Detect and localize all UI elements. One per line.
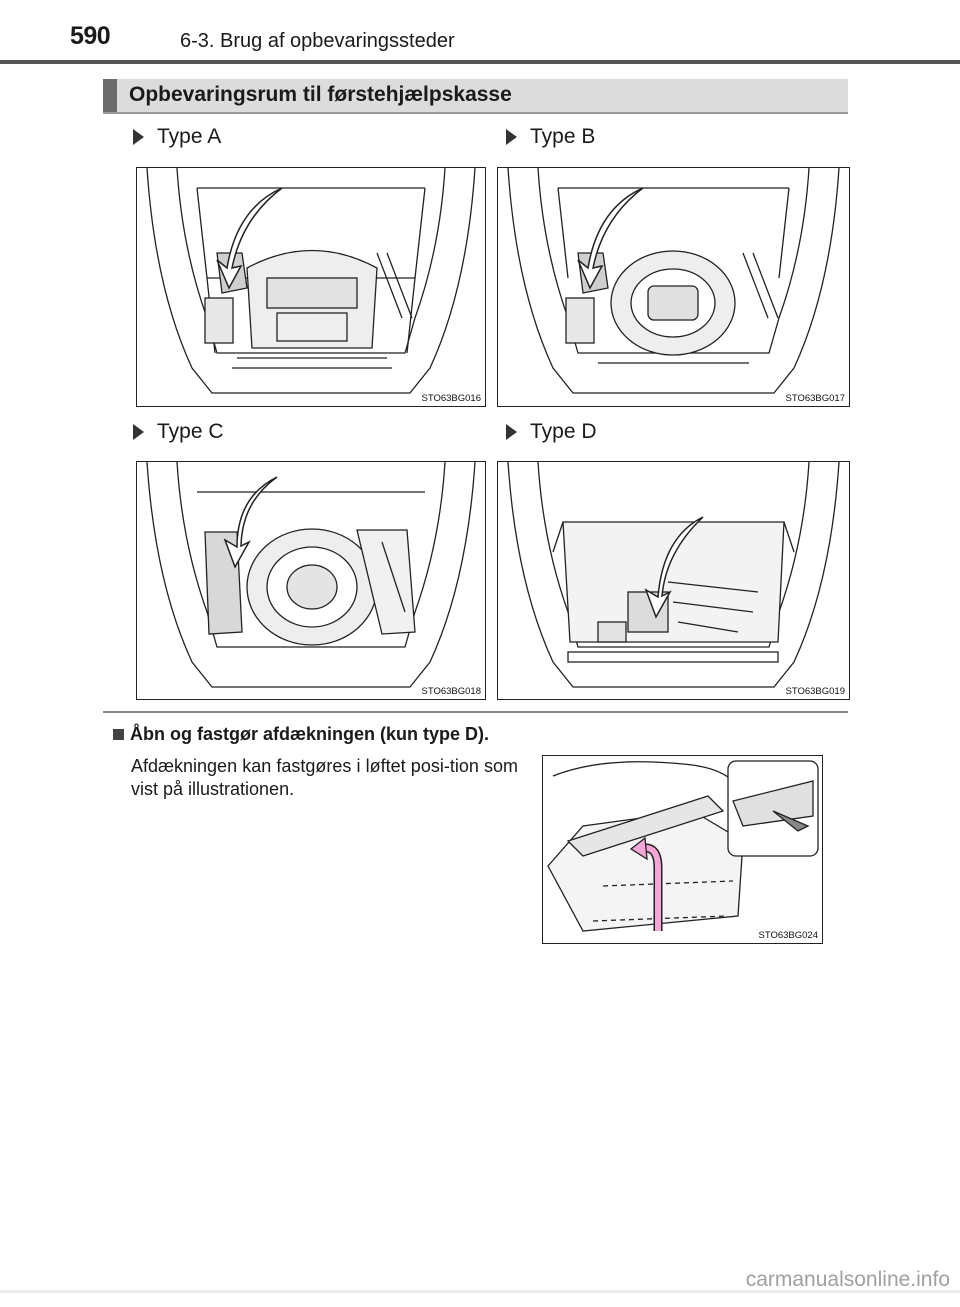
figure-code-b: STO63BG017 [785, 393, 845, 404]
page-number: 590 [70, 22, 111, 50]
header-divider [0, 60, 960, 64]
illustration-type-c: STO63BG018 [136, 461, 486, 700]
type-b-text: Type B [530, 125, 596, 148]
illustration-cover-raised: STO63BG024 [542, 755, 823, 944]
triangle-bullet-icon [506, 424, 517, 440]
triangle-bullet-icon [133, 424, 144, 440]
type-a-text: Type A [157, 125, 222, 148]
instruction-heading-text: Åbn og fastgør afdækningen (kun type D). [130, 724, 489, 744]
type-a-label: Type A [133, 125, 221, 149]
figure-code-cover: STO63BG024 [758, 930, 818, 941]
figure-code-d: STO63BG019 [785, 686, 845, 697]
type-c-label: Type C [133, 420, 224, 444]
type-d-label: Type D [506, 420, 597, 444]
chapter-title: 6-3. Brug af opbevaringssteder [180, 30, 455, 52]
section-divider [103, 711, 848, 713]
type-d-text: Type D [530, 420, 597, 443]
triangle-bullet-icon [506, 129, 517, 145]
watermark: carmanualsonline.info [745, 1268, 950, 1291]
instruction-heading: Åbn og fastgør afdækningen (kun type D). [113, 724, 489, 745]
illustration-type-b: STO63BG017 [497, 167, 850, 407]
section-title: Opbevaringsrum til førstehjælpskasse [129, 83, 512, 106]
square-bullet-icon [113, 729, 124, 740]
figure-code-c: STO63BG018 [421, 686, 481, 697]
instruction-body: Afdækningen kan fastgøres i løftet posi-… [131, 756, 518, 799]
type-c-text: Type C [157, 420, 224, 443]
section-header-bar [103, 79, 117, 112]
illustration-type-a: STO63BG016 [136, 167, 486, 407]
triangle-bullet-icon [133, 129, 144, 145]
footer-divider [0, 1290, 960, 1293]
figure-code-a: STO63BG016 [421, 393, 481, 404]
type-b-label: Type B [506, 125, 595, 149]
section-header: Opbevaringsrum til førstehjælpskasse [103, 79, 848, 114]
illustration-type-d: STO63BG019 [497, 461, 850, 700]
